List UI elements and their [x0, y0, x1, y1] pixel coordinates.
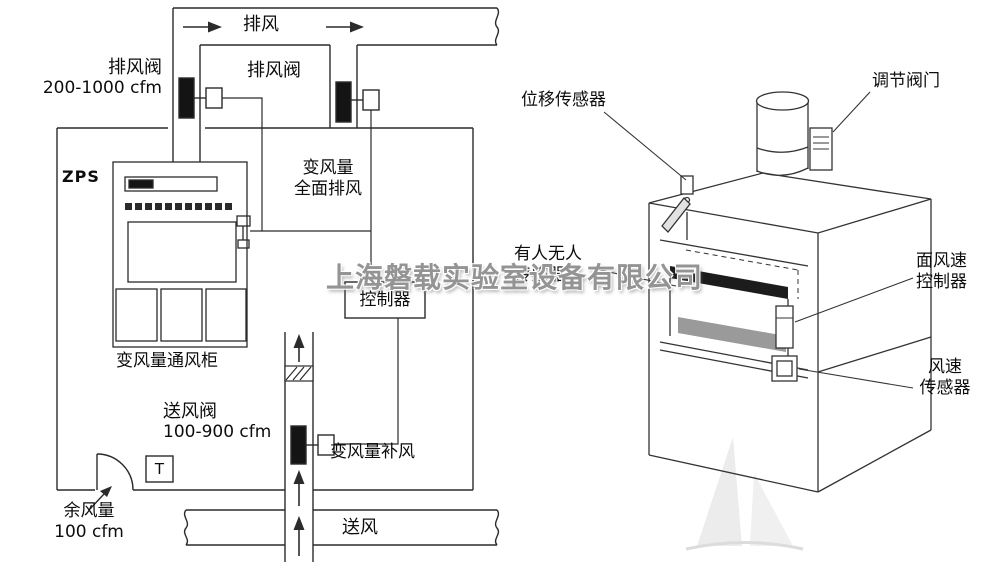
exhaust-valve-right-symbol: [335, 81, 380, 123]
supply-duct-horizontal: [183, 509, 500, 546]
residual-air-line1: 余风量: [63, 501, 115, 521]
supply-air-label: 送风: [342, 517, 378, 538]
thermostat-box: [145, 455, 174, 483]
exhaust-valve-left-range: 200-1000 cfm: [42, 78, 162, 98]
occupancy-sensor-line2: 传感器: [514, 265, 565, 285]
exhaust-collar: [755, 91, 810, 176]
exhaust-valve-left-label: 排风阀 200-1000 cfm: [20, 57, 162, 99]
adjustment-valve-box: [809, 127, 833, 171]
room-outline: [56, 127, 474, 491]
velocity-sensor-label: 风速 传感器: [912, 357, 978, 399]
company-watermark: 上海磐载实验室设备有限公司: [326, 261, 704, 294]
fume-hood-front-view: [112, 161, 251, 348]
hidden-edges: [685, 249, 799, 299]
hood-3d-drawing: [589, 91, 932, 551]
hood-body: [648, 199, 932, 493]
controller-label: 控制器: [359, 289, 411, 310]
supply-valve-symbol: [290, 425, 335, 465]
displacement-sensor-part: [661, 175, 694, 240]
watermark-logo: [685, 437, 804, 551]
leader-occupancy-sensor: [589, 267, 677, 287]
supply-valve-range: 100-900 cfm: [163, 422, 272, 442]
thermostat-label: T: [154, 459, 165, 478]
zps-label: ZPS: [62, 167, 100, 186]
exhaust-air-label: 排风: [243, 14, 279, 35]
vav-general-exhaust-line2: 全面排风: [294, 179, 362, 199]
exhaust-valve-left-name: 排风阀: [108, 57, 162, 78]
exhaust-valve-right-label: 排风阀: [247, 60, 301, 81]
supply-valve-label: 送风阀 100-900 cfm: [163, 401, 271, 443]
face-velocity-controller-box: [775, 305, 794, 349]
left-schematic: [56, 7, 500, 562]
leader-displacement-sensor: [603, 111, 687, 181]
supply-flow-arrows: [293, 334, 305, 556]
hatch-damper: [284, 365, 314, 382]
hood-indicator-row: [125, 203, 232, 210]
supply-valve-name: 送风阀: [163, 401, 217, 422]
leader-face-velocity-controller: [794, 277, 914, 323]
occupancy-sensor-label: 有人无人 传感器: [514, 244, 582, 286]
leader-lines: [589, 91, 914, 389]
residual-air-line2: 100 cfm: [54, 522, 124, 542]
duct-break-squiggle: [494, 7, 500, 46]
leader-adjustment-valve: [832, 91, 871, 133]
velocity-sensor-line1: 风速: [928, 357, 962, 377]
face-velocity-controller-label: 面风速 控制器: [916, 251, 967, 293]
fume-hood-label: 变风量通风柜: [116, 351, 218, 371]
vav-general-exhaust-label: 变风量 全面排风: [288, 158, 368, 200]
vav-makeup-label: 变风量补风: [330, 442, 415, 462]
exhaust-duct: [172, 7, 500, 162]
residual-air-arrow: [89, 486, 112, 510]
leader-velocity-sensor: [798, 368, 914, 389]
displacement-sensor-label: 位移传感器: [521, 90, 606, 110]
face-velocity-controller-line2: 控制器: [916, 272, 967, 292]
vav-general-exhaust-line1: 变风量: [302, 158, 354, 178]
room-door: [96, 453, 134, 491]
control-wiring: [222, 97, 399, 445]
velocity-sensor-box: [771, 355, 798, 382]
duct-break-squiggle: [183, 509, 189, 546]
adjustment-valve-label: 调节阀门: [872, 71, 940, 91]
residual-air-label: 余风量 100 cfm: [46, 501, 132, 543]
controller-box: [344, 281, 426, 319]
hood-sash-window: [127, 221, 237, 283]
sash-handle-bar: [670, 266, 788, 299]
face-velocity-controller-line1: 面风速: [916, 251, 967, 271]
exhaust-valve-left-symbol: [178, 77, 223, 119]
exhaust-flow-arrow: [183, 21, 364, 33]
velocity-sensor-line2: 传感器: [919, 378, 971, 398]
occupancy-sensor-line1: 有人无人: [514, 244, 582, 264]
duct-break-squiggle: [494, 509, 500, 546]
